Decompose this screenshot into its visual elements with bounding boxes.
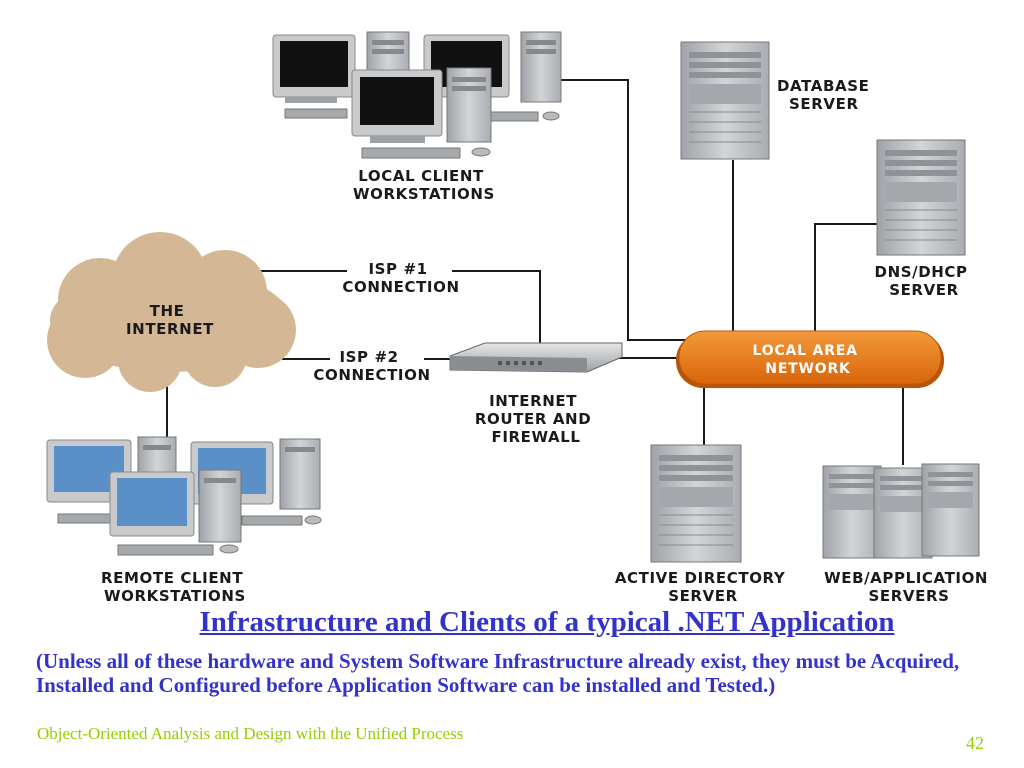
- lan-label: LOCAL AREA NETWORK: [753, 343, 864, 377]
- local-clients-line2: WORKSTATIONS: [353, 185, 495, 203]
- router-firewall-icon: [449, 342, 623, 373]
- internet-label: THE INTERNET: [126, 302, 214, 338]
- local-clients-label: LOCAL CLIENT WORKSTATIONS: [353, 167, 495, 203]
- isp2-line2: CONNECTION: [313, 366, 430, 384]
- remote-line1: REMOTE CLIENT: [101, 569, 243, 587]
- footer-course-title: Object-Oriented Analysis and Design with…: [37, 724, 464, 743]
- internet-line2: INTERNET: [126, 320, 214, 338]
- line-isp1-to-router: [452, 270, 541, 350]
- isp1-label: ISP #1 CONNECTION: [342, 260, 459, 296]
- internet-cloud-icon: [47, 232, 296, 392]
- isp1-line1: ISP #1: [368, 260, 427, 278]
- internet-line1: THE: [150, 302, 185, 320]
- active-directory-server-icon: [650, 444, 742, 563]
- local-area-network-icon: [676, 330, 944, 388]
- isp2-label: ISP #2 CONNECTION: [313, 348, 430, 384]
- database-server-label: DATABASE SERVER: [777, 77, 875, 113]
- slide-description: (Unless all of these hardware and System…: [36, 649, 960, 697]
- dns-dhcp-server-icon: [876, 139, 966, 256]
- router-line2: ROUTER AND: [475, 410, 591, 428]
- connector-lines: [166, 79, 904, 465]
- dns-line2: SERVER: [889, 281, 959, 299]
- isp2-line1: ISP #2: [339, 348, 398, 366]
- router-line1: INTERNET: [489, 392, 577, 410]
- web-application-servers-icon: [822, 463, 980, 559]
- remote-line2: WORKSTATIONS: [104, 587, 246, 605]
- web-line2: SERVERS: [868, 587, 949, 605]
- isp1-line2: CONNECTION: [342, 278, 459, 296]
- database-server-icon: [680, 41, 770, 160]
- ad-line2: SERVER: [668, 587, 738, 605]
- router-line3: FIREWALL: [491, 428, 580, 446]
- web-line1: WEB/APPLICATION: [824, 569, 988, 587]
- dns-line1: DNS/DHCP: [875, 263, 968, 281]
- line-local-clients-to-lan: [557, 79, 690, 341]
- lan-line2: NETWORK: [765, 361, 851, 377]
- line-dns-to-lan: [814, 223, 877, 335]
- local-client-workstations-icon: [272, 31, 562, 159]
- local-clients-line1: LOCAL CLIENT: [358, 167, 484, 185]
- slide-title: Infrastructure and Clients of a typical …: [199, 606, 895, 638]
- active-directory-label: ACTIVE DIRECTORY SERVER: [615, 569, 791, 605]
- router-label: INTERNET ROUTER AND FIREWALL: [475, 392, 597, 446]
- ad-line1: ACTIVE DIRECTORY: [615, 569, 786, 587]
- remote-clients-label: REMOTE CLIENT WORKSTATIONS: [101, 569, 249, 605]
- database-line1: DATABASE: [777, 77, 869, 95]
- dns-dhcp-label: DNS/DHCP SERVER: [875, 263, 974, 299]
- database-line2: SERVER: [789, 95, 859, 113]
- page-number: 42: [966, 733, 984, 753]
- web-app-servers-label: WEB/APPLICATION SERVERS: [824, 569, 994, 605]
- remote-client-workstations-icon: [46, 436, 322, 556]
- lan-line1: LOCAL AREA: [753, 343, 858, 359]
